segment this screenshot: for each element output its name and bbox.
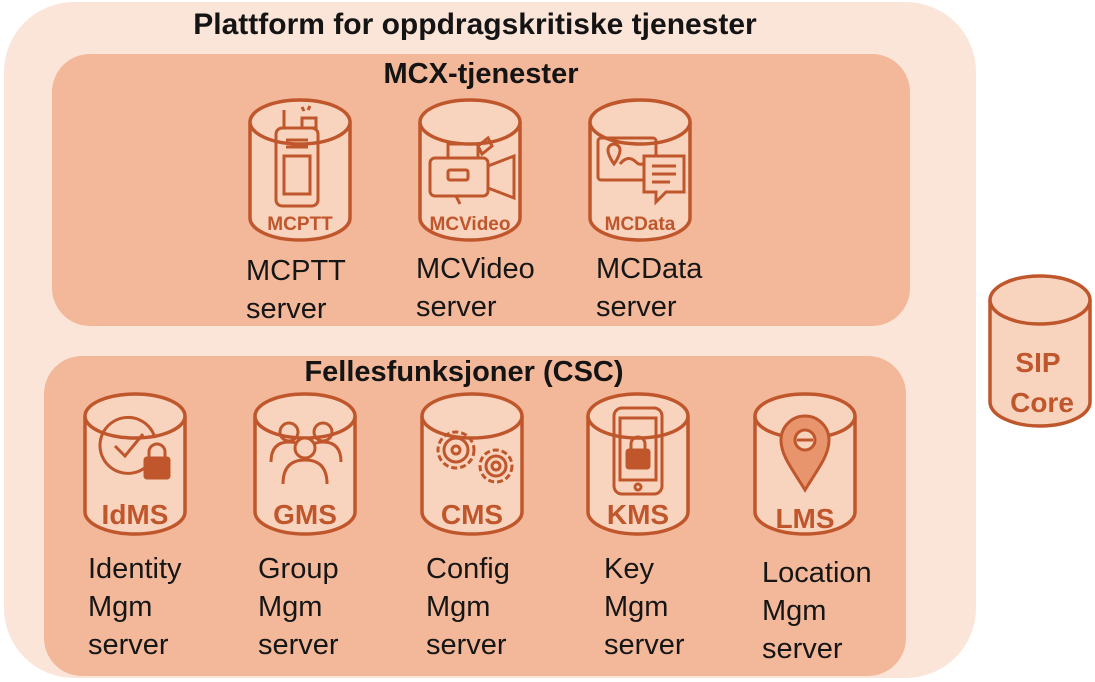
mcx-title: MCX-tjenester — [383, 58, 579, 90]
platform-title: Plattform for oppdragskritiske tjenester — [193, 8, 757, 41]
idms-cylinder: IdMS — [83, 392, 187, 536]
idms-badge: IdMS — [102, 499, 169, 530]
phone-lock-icon — [612, 406, 664, 496]
user-group-icon — [269, 421, 343, 485]
csc-title: Fellesfunksjoner (CSC) — [304, 356, 624, 388]
check-lock-icon — [98, 415, 171, 480]
mcptt-badge: MCPTT — [267, 214, 333, 235]
gears-icon — [436, 430, 514, 484]
mcdata-badge: MCData — [605, 214, 676, 235]
lms-cylinder: LMS — [753, 392, 857, 536]
gms-cylinder: GMS — [253, 392, 357, 536]
kms-badge: KMS — [607, 499, 669, 530]
mcptt-cylinder: MCPTT — [248, 98, 352, 242]
cms-badge: CMS — [441, 499, 503, 530]
location-pin-icon — [779, 414, 831, 493]
mcvideo-badge: MCVideo — [430, 214, 511, 235]
video-camera-icon — [428, 135, 516, 205]
walkie-talkie-icon — [274, 105, 320, 208]
kms-cylinder: KMS — [586, 392, 690, 536]
lms-badge: LMS — [775, 503, 834, 534]
mcvideo-cylinder: MCVideo — [418, 98, 522, 242]
cms-cylinder: CMS — [420, 392, 524, 536]
mcdata-cylinder: MCData — [588, 98, 692, 242]
gms-badge: GMS — [273, 499, 337, 530]
sip-core-cylinder: SIP Core — [988, 274, 1092, 428]
sip-core-label-line-1: SIP — [1015, 347, 1060, 378]
data-message-icon — [596, 136, 686, 206]
sip-core-label-line-2: Core — [1010, 387, 1074, 418]
